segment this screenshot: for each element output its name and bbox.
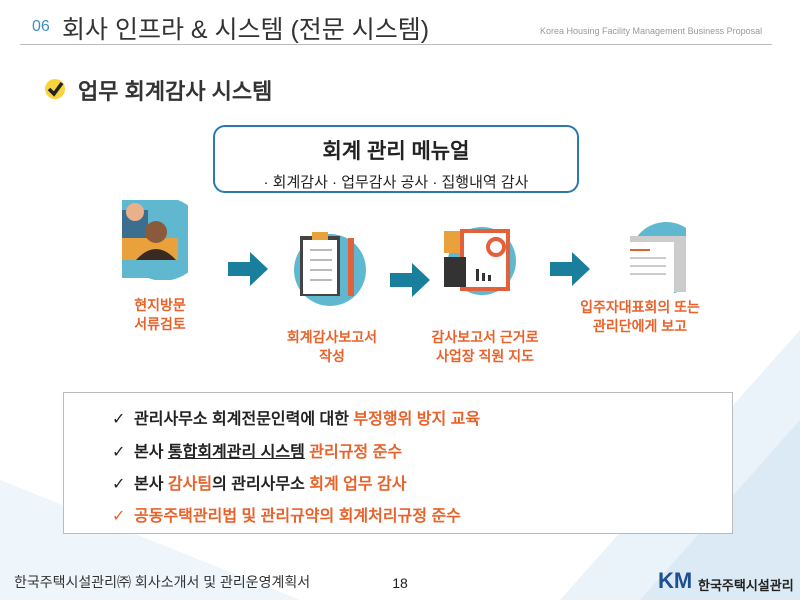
item-highlight: 관리규정 준수 [304,444,403,461]
item-highlight: 회계 업무 감사 [309,476,407,493]
page-subtitle: Korea Housing Facility Management Busine… [540,26,763,36]
footer-text: 한국주택시설관리㈜ 회사소개서 및 관리운영계획서 [14,574,311,590]
step-label-line: 회계감사보고서 [286,329,378,345]
manual-items: · 회계감사 · 업무감사 공사 · 집행내역 감사 [263,174,529,191]
check-icon: ✓ [112,476,126,493]
check-icon: ✓ [112,411,126,428]
company-logo-text: 한국주택시설관리 [698,578,794,593]
arrow-right-icon [550,252,590,286]
page-number: 18 [382,565,418,601]
step-label-line: 현지방문 [134,297,186,313]
item-highlight: 공동주택관리법 및 관리규약의 회계처리규정 준수 [134,508,461,525]
item-text: 본사 [134,444,168,461]
financial-report-icon [444,227,516,295]
header-divider [20,44,772,45]
meeting-icon [122,200,188,280]
section-number: 06 [32,18,50,35]
arrow-right-icon [228,252,268,286]
check-icon: ✓ [112,444,126,461]
checklist-item: ✓ 공동주택관리법 및 관리규약의 회계처리규정 준수 [112,502,461,526]
clipboard-icon [294,232,366,306]
checklist-box: ✓ 관리사무소 회계전문인력에 대한 부정행위 방지 교육 ✓ 본사 통합회계관리 … [63,392,733,534]
checklist-item: ✓ 관리사무소 회계전문인력에 대한 부정행위 방지 교육 [112,405,480,429]
checklist-item: ✓ 본사 통합회계관리 시스템 관리규정 준수 [112,438,402,462]
item-text: 본사 [134,476,168,493]
item-underlined: 통합회계관리 시스템 [167,444,305,461]
step-label-line: 작성 [319,348,345,364]
checklist-item: ✓ 본사 감사팀의 관리사무소 회계 업무 감사 [112,470,407,494]
step-label-line: 관리단에게 보고 [592,318,688,334]
item-highlight: 부정행위 방지 교육 [353,411,481,428]
step-label-line: 사업장 직원 지도 [436,348,534,364]
page-title: 회사 인프라 & 시스템 (전문 시스템) [62,16,430,44]
item-text: 관리사무소 회계전문인력에 대한 [134,411,354,428]
check-icon: ✓ [112,508,126,525]
document-icon [624,222,686,294]
step-label-line: 서류검토 [134,316,186,332]
arrow-right-icon [390,263,430,297]
section-title: 업무 회계감사 시스템 [78,79,273,104]
company-logo-mark: KM [658,568,693,593]
step-label-line: 감사보고서 근거로 [431,329,539,345]
check-badge-icon [45,79,65,99]
accounting-manual-box: 회계 관리 메뉴얼 · 회계감사 · 업무감사 공사 · 집행내역 감사 [213,125,579,193]
step-label-line: 입주자대표회의 또는 [580,299,700,315]
item-text: 의 관리사무소 [212,476,310,493]
item-highlight: 감사팀 [167,476,213,493]
manual-title: 회계 관리 메뉴얼 [322,140,470,163]
